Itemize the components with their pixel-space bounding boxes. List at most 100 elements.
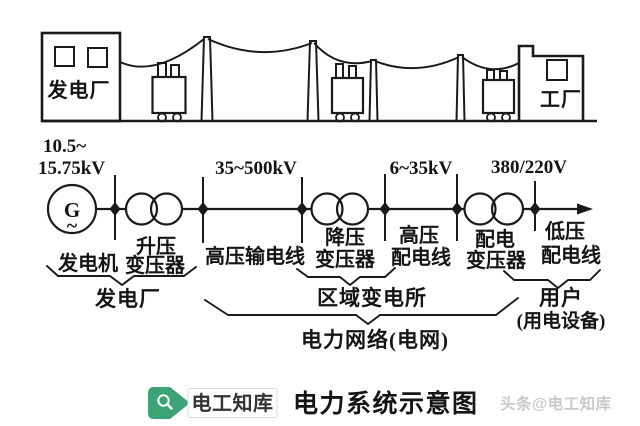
node-diamond-6 — [529, 202, 541, 216]
search-icon — [157, 394, 173, 410]
label-lvdist-line1: 低压 — [544, 219, 585, 243]
wheel-icon — [486, 112, 496, 123]
coil-mask — [311, 193, 343, 225]
transformer-trolley-3 — [481, 69, 516, 123]
bushing-icon — [499, 70, 508, 81]
label-stepdown-line2: 变压器 — [315, 247, 376, 271]
distribution-transformer-symbol — [463, 192, 525, 226]
factory-label: 工厂 — [540, 89, 582, 111]
group-label-power-plant: 发电厂 — [94, 287, 161, 311]
coil-circle — [310, 192, 344, 226]
coil-mask — [492, 193, 523, 225]
factory-outline — [517, 44, 585, 121]
overhead-wires — [119, 38, 520, 71]
transformer-trolley-1 — [151, 62, 187, 123]
pole-4 — [455, 54, 466, 122]
power-plant-building: 发电厂 — [40, 31, 122, 123]
wheel-icon — [350, 112, 360, 123]
node-diamond-1 — [109, 202, 121, 216]
generator-tilde: ~ — [67, 215, 78, 237]
brace-power-plant — [46, 265, 197, 286]
group-label-users: 用户 — [539, 286, 583, 310]
label-generator: 发电机 — [57, 251, 118, 275]
transformer-box — [481, 78, 516, 115]
brace-users — [503, 269, 601, 289]
label-hv-transmission-line: 高压输电线 — [205, 244, 305, 268]
wheel-icon — [172, 112, 182, 123]
power-line-5 — [461, 56, 520, 71]
power-line-3 — [313, 42, 373, 65]
power-line-4 — [374, 56, 460, 70]
brace-substation — [296, 267, 396, 286]
coil-mask — [151, 193, 182, 225]
coil-circle — [124, 192, 159, 226]
label-stepdown-line1: 降压 — [325, 225, 365, 249]
pole-1 — [200, 36, 214, 122]
connection-nodes — [109, 202, 541, 216]
transformer-box — [330, 76, 365, 115]
voltage-label-transmission: 35~500kV — [215, 158, 297, 179]
coil-circle — [335, 192, 370, 226]
wheel-icon — [157, 112, 167, 123]
power-plant-label: 发电厂 — [47, 78, 111, 102]
transformer-box — [151, 75, 187, 115]
group-label-power-network: 电力网络(电网) — [301, 328, 449, 352]
node-diamond-5 — [451, 202, 463, 216]
power-line-2 — [207, 38, 313, 54]
coil-circle — [149, 192, 184, 226]
plant-building-outline — [40, 31, 122, 123]
stepup-transformer-symbol — [124, 192, 184, 226]
transmission-poles — [200, 36, 466, 122]
label-stepup-line1: 升压 — [136, 235, 176, 258]
voltage-label-hv-distribution: 6~35kV — [390, 158, 453, 179]
group-label-users-note: (用电设备) — [517, 309, 606, 332]
logo-text: 电工知库 — [192, 391, 274, 415]
pole-3 — [368, 59, 379, 122]
logo-text-box — [187, 388, 278, 418]
plant-window-1 — [54, 46, 75, 67]
search-icon-handle — [166, 403, 173, 410]
factory-window — [546, 59, 568, 81]
bushing-icon — [348, 65, 357, 79]
coil-mask — [464, 193, 496, 225]
node-diamond-3 — [296, 202, 308, 216]
coil-mask — [126, 193, 157, 225]
voltage-label-generator-1: 10.5~ — [43, 136, 86, 157]
node-diamond-2 — [197, 202, 209, 216]
label-dist-line2: 变压器 — [466, 248, 527, 272]
plant-window-2 — [87, 47, 108, 68]
group-braces — [46, 265, 601, 325]
generator-symbol: G ~ — [46, 183, 98, 237]
voltage-label-generator-2: 15.75kV — [38, 158, 105, 179]
bushing-icon — [335, 63, 344, 79]
stepdown-transformer-symbol — [310, 192, 370, 226]
search-icon-lens — [157, 394, 170, 407]
bushing-icon — [157, 62, 167, 78]
label-stepup-line2: 变压器 — [125, 253, 186, 277]
group-label-substation: 区域变电所 — [317, 286, 427, 310]
generator-circle — [46, 183, 98, 235]
coil-mask — [337, 193, 368, 225]
page-title: 电力系统示意图 — [293, 389, 479, 418]
logo-badge: 电工知库 — [148, 387, 278, 419]
label-hvdist-line2: 配电线 — [391, 245, 451, 269]
transformer-trolley-2 — [330, 63, 365, 123]
bushing-icon — [170, 64, 180, 78]
node-diamond-4 — [379, 202, 391, 216]
coil-circle — [463, 192, 497, 226]
watermark: 头条@电工知库 — [500, 394, 612, 413]
wheel-icon — [501, 112, 511, 123]
generator-letter: G — [64, 198, 80, 222]
arrow-icon — [577, 203, 593, 215]
label-hvdist-line1: 高压 — [399, 223, 439, 247]
label-lvdist-line2: 配电线 — [541, 243, 601, 267]
bushing-icon — [486, 69, 495, 81]
coil-circle — [490, 192, 525, 226]
label-dist-line1: 配电 — [475, 228, 515, 251]
pole-2 — [306, 40, 320, 122]
brace-power-network — [204, 297, 519, 325]
voltage-label-lv-distribution: 380/220V — [491, 157, 567, 178]
wheel-icon — [335, 112, 345, 123]
